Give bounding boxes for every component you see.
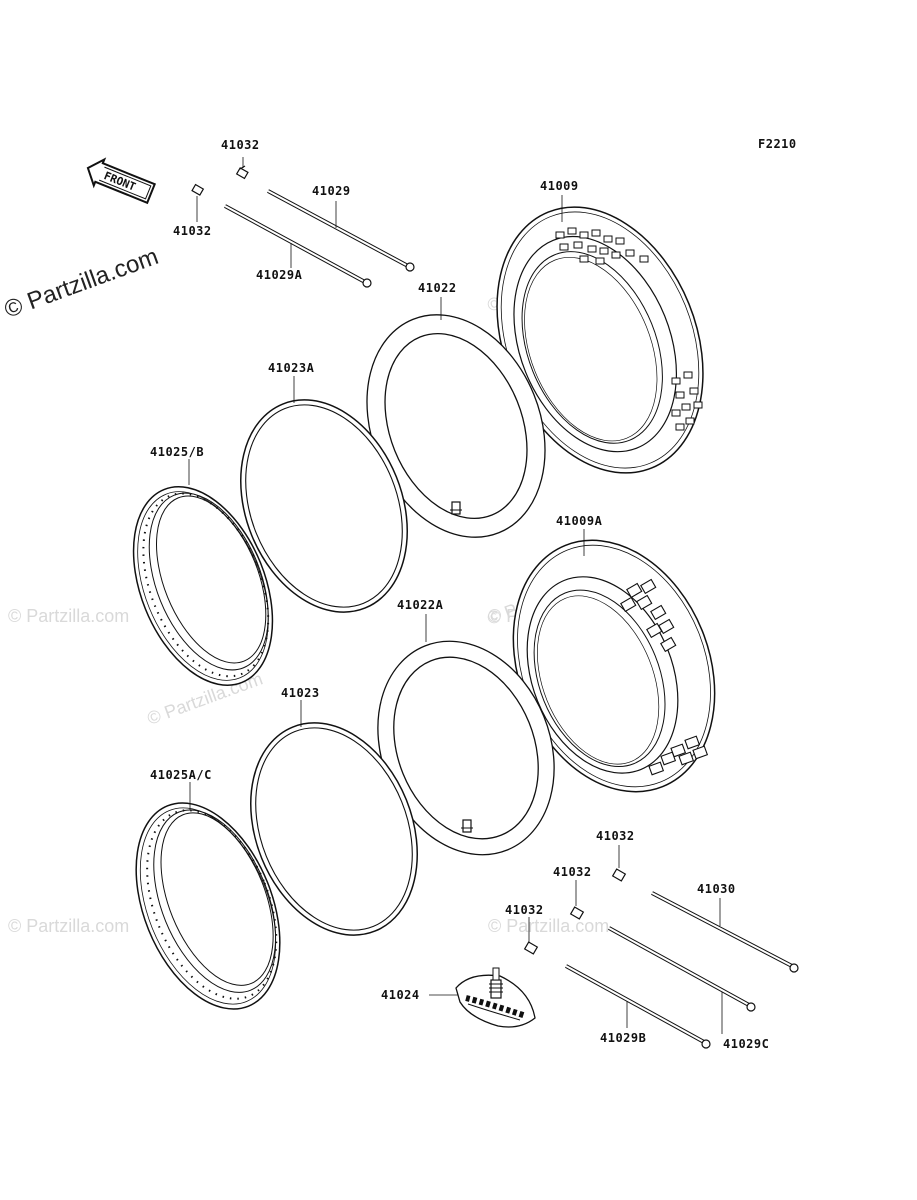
watermark-text: © Partzilla.com xyxy=(8,606,129,626)
label-41022a: 41022A xyxy=(397,598,444,612)
label-41024: 41024 xyxy=(381,988,420,1002)
label-41029b: 41029B xyxy=(600,1031,646,1045)
label-41030: 41030 xyxy=(697,882,736,896)
label-41032: 41032 xyxy=(505,903,544,917)
nipple-41032-lower xyxy=(523,917,539,955)
tube-41022 xyxy=(366,314,546,538)
spoke-41030 xyxy=(651,891,799,973)
label-41029a: 41029A xyxy=(256,268,303,282)
spoke-41029a xyxy=(224,204,372,288)
front-arrow-icon: FRONT xyxy=(86,157,157,205)
tire-41009-tread xyxy=(555,227,703,431)
rim-lock-41024 xyxy=(455,967,536,1028)
rim-41025b xyxy=(132,486,274,686)
label-41022: 41022 xyxy=(418,281,457,295)
label-41032: 41032 xyxy=(553,865,592,879)
nipple-41032-right xyxy=(611,845,627,882)
label-41032: 41032 xyxy=(173,224,212,238)
label-41032: 41032 xyxy=(221,138,260,152)
tube-valve-icon xyxy=(450,501,462,515)
label-41029: 41029 xyxy=(312,184,351,198)
tire-41009a xyxy=(512,539,716,793)
nipple-41032-top xyxy=(235,157,249,180)
spoke-41029 xyxy=(267,189,415,272)
label-41023: 41023 xyxy=(281,686,320,700)
rim-band-41023a xyxy=(240,399,408,613)
rim-41025ac xyxy=(135,802,281,1010)
spoke-41029c xyxy=(608,926,756,1012)
label-41009: 41009 xyxy=(540,179,579,193)
label-41029c: 41029C xyxy=(723,1037,769,1051)
tire-41009a-tread xyxy=(620,578,709,776)
figure-code: F2210 xyxy=(758,137,797,151)
label-41025b: 41025/B xyxy=(150,445,204,459)
nipple-41032-left xyxy=(191,183,205,222)
rim-band-41023 xyxy=(250,722,418,936)
label-41032: 41032 xyxy=(596,829,635,843)
tube-valve-icon xyxy=(461,819,473,833)
label-41009a: 41009A xyxy=(556,514,603,528)
spoke-41029b xyxy=(565,964,711,1049)
watermark-text: © Partzilla.com xyxy=(8,916,129,936)
label-41025ac: 41025A/C xyxy=(150,768,212,782)
label-41023a: 41023A xyxy=(268,361,315,375)
watermark-text: © Partzilla.com xyxy=(488,916,609,936)
partzilla-watermark: © Partzilla.com xyxy=(1,243,162,324)
nipple-41032-middle xyxy=(569,880,585,920)
